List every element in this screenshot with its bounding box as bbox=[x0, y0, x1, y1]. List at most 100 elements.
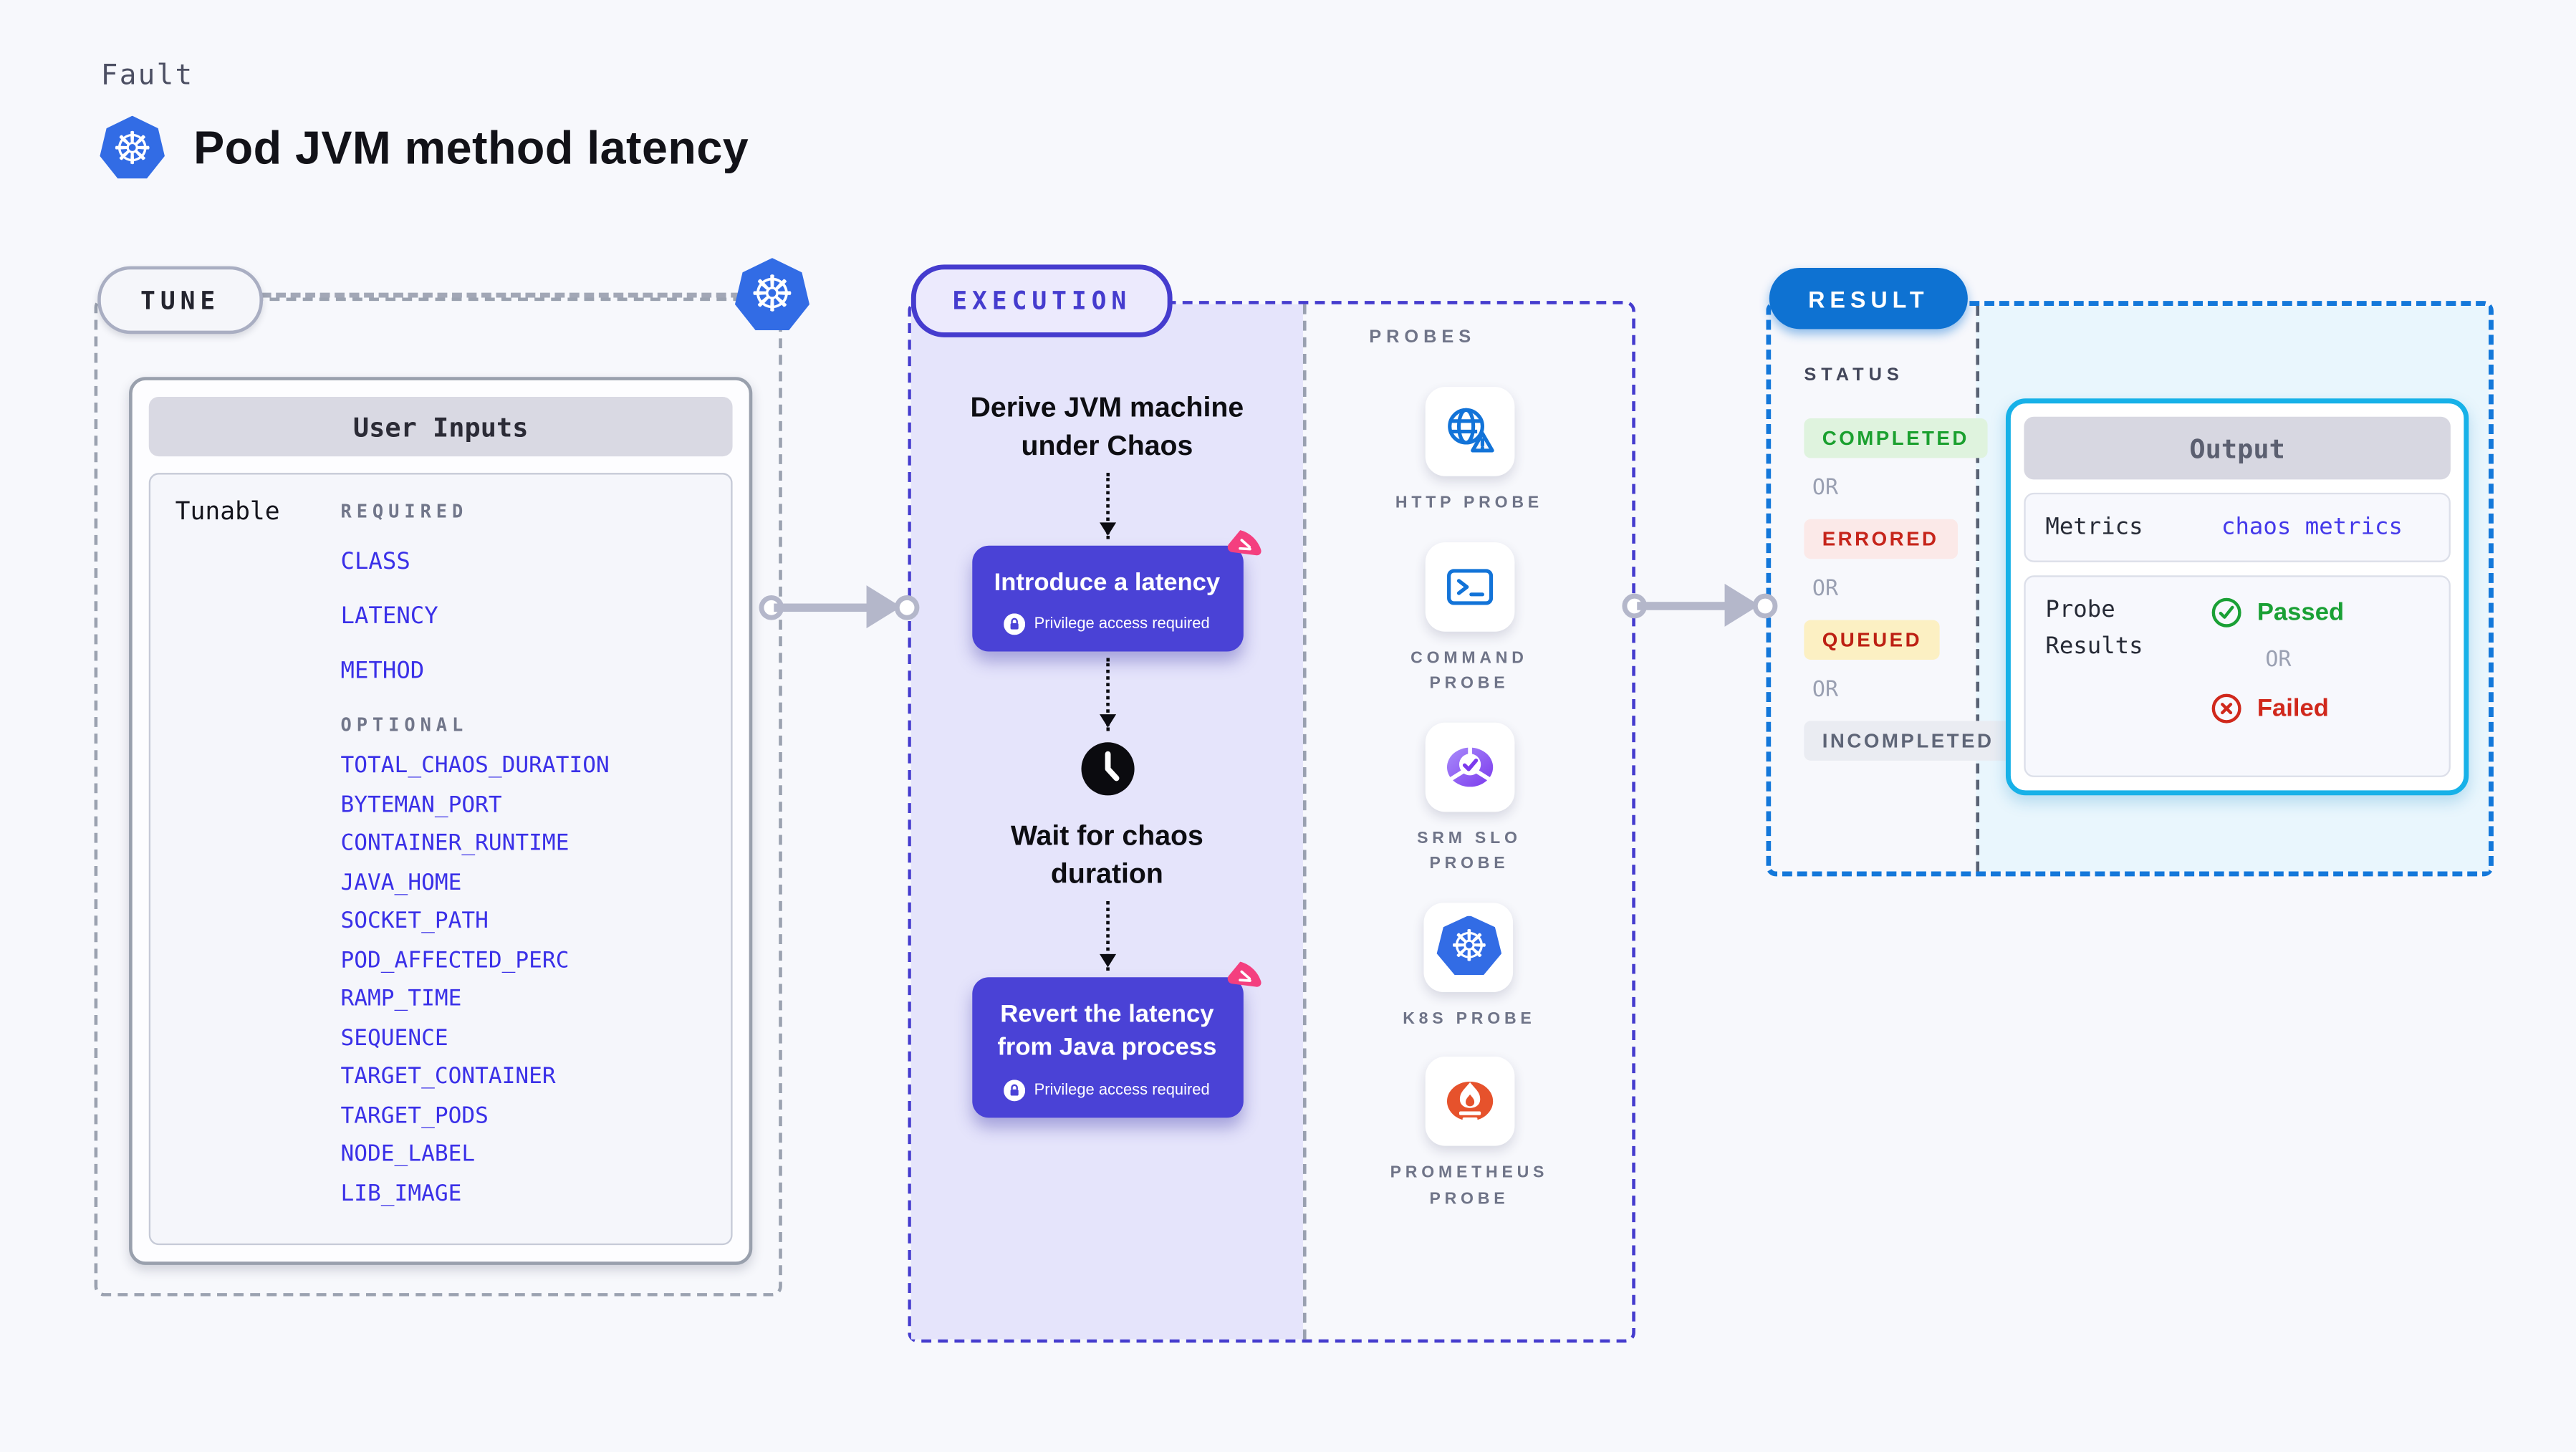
user-inputs-body: Tunable REQUIRED CLASS LATENCY METHOD OP… bbox=[148, 473, 733, 1246]
command-probe-icon bbox=[1424, 541, 1514, 631]
failed-line: Failed bbox=[2211, 693, 2329, 724]
revert-latency-node: Revert the latency from Java process Pri… bbox=[971, 961, 1261, 1117]
x-circle-icon bbox=[2211, 693, 2241, 723]
status-badge: QUEUED bbox=[1804, 620, 1941, 660]
probe-item: COMMAND PROBE bbox=[1387, 541, 1552, 697]
parameter-item: SOCKET_PATH bbox=[340, 908, 489, 935]
introduce-latency-node: Introduce a latency Privilege access req… bbox=[971, 529, 1261, 652]
parameter-item: METHOD bbox=[340, 658, 425, 685]
clock-icon bbox=[1079, 741, 1135, 805]
status-divider bbox=[1976, 306, 1980, 872]
or-label: OR bbox=[1812, 678, 1839, 703]
output-title: Output bbox=[2024, 416, 2451, 480]
metrics-row: Metrics chaos metrics bbox=[2024, 492, 2451, 562]
chaos-icon bbox=[1226, 529, 1261, 555]
parameter-item: RAMP_TIME bbox=[340, 985, 462, 1012]
status-badge: ERRORED bbox=[1804, 519, 1957, 559]
execution-flow-panel: Derive JVM machine under Chaos Introduce… bbox=[910, 304, 1303, 1340]
status-label: STATUS bbox=[1804, 365, 1904, 385]
probe-item: ☸ K8S PROBE bbox=[1403, 902, 1535, 1032]
lock-icon bbox=[1004, 1079, 1027, 1101]
probes-panel: PROBES HTTP PROBE bbox=[1307, 304, 1633, 1340]
prometheus-probe-icon bbox=[1424, 1057, 1514, 1146]
check-circle-icon bbox=[2211, 597, 2241, 628]
http-probe-icon bbox=[1424, 387, 1514, 476]
optional-label: OPTIONAL bbox=[340, 714, 468, 736]
or-label: OR bbox=[1812, 476, 1839, 501]
required-label: REQUIRED bbox=[340, 501, 468, 523]
kubernetes-icon: ☸ bbox=[100, 115, 165, 179]
parameter-item: TOTAL_CHAOS_DURATION bbox=[340, 752, 610, 779]
metrics-value: chaos metrics bbox=[2221, 514, 2403, 541]
output-card: Output Metrics chaos metrics Probe Resul… bbox=[2005, 398, 2469, 796]
parameter-item: BYTEMAN_PORT bbox=[340, 791, 502, 818]
execution-to-result-arrow bbox=[1622, 580, 1778, 630]
step-derive-jvm: Derive JVM machine under Chaos bbox=[970, 392, 1244, 461]
lock-icon bbox=[1004, 613, 1027, 635]
status-column: STATUS COMPLETED OR ERRORED OR QUEUED OR… bbox=[1804, 365, 2012, 761]
node-title: Revert the latency from Java process bbox=[997, 1000, 1217, 1062]
or-label: OR bbox=[2265, 648, 2292, 673]
execution-section: Derive JVM machine under Chaos Introduce… bbox=[908, 301, 1635, 1343]
page-header: ☸ Pod JVM method latency bbox=[99, 115, 749, 182]
status-badge: INCOMPLETED bbox=[1804, 721, 2012, 761]
parameter-item: LATENCY bbox=[340, 603, 438, 630]
passed-line: Passed bbox=[2211, 597, 2344, 628]
parameter-item: NODE_LABEL bbox=[340, 1140, 476, 1168]
parameter-item: CLASS bbox=[340, 549, 410, 576]
tunable-label: Tunable bbox=[175, 496, 280, 527]
parameter-item: TARGET_PODS bbox=[340, 1102, 489, 1129]
failed-label: Failed bbox=[2257, 694, 2329, 723]
execution-pill: EXECUTION bbox=[910, 264, 1173, 337]
privilege-badge: Privilege access required bbox=[988, 613, 1226, 635]
parameter-item: TARGET_CONTAINER bbox=[340, 1063, 556, 1090]
or-label: OR bbox=[1812, 577, 1839, 602]
user-inputs-card: User Inputs Tunable REQUIRED CLASS LATEN… bbox=[129, 377, 753, 1265]
privilege-badge-label: Privilege access required bbox=[1034, 615, 1210, 634]
tune-to-execution-arrow bbox=[759, 582, 920, 632]
arrow-line bbox=[1637, 602, 1739, 610]
metrics-label: Metrics bbox=[2045, 514, 2143, 541]
kubernetes-icon: ☸ bbox=[734, 258, 810, 330]
user-inputs-title: User Inputs bbox=[148, 396, 733, 457]
probe-label: COMMAND PROBE bbox=[1410, 649, 1528, 693]
privilege-badge-label: Privilege access required bbox=[1034, 1080, 1210, 1099]
srm-slo-probe-icon bbox=[1424, 721, 1514, 812]
parameter-item: POD_AFFECTED_PERC bbox=[340, 946, 569, 973]
down-arrow-icon bbox=[1098, 472, 1115, 539]
probe-item: PROMETHEUS PROBE bbox=[1387, 1057, 1552, 1212]
probes-divider bbox=[1302, 304, 1307, 1340]
probe-item: SRM SLO PROBE bbox=[1387, 721, 1552, 878]
connector-dot bbox=[1752, 593, 1778, 619]
connector-dot bbox=[894, 595, 920, 620]
arrow-line bbox=[774, 603, 880, 612]
probe-item: HTTP PROBE bbox=[1395, 387, 1543, 516]
chaos-icon bbox=[1226, 961, 1261, 987]
privilege-badge: Privilege access required bbox=[988, 1079, 1226, 1101]
tune-section bbox=[94, 297, 782, 1297]
result-pill: RESULT bbox=[1769, 267, 1968, 330]
probe-label: PROMETHEUS PROBE bbox=[1390, 1164, 1549, 1208]
probe-label: SRM SLO PROBE bbox=[1417, 829, 1522, 873]
status-badge: COMPLETED bbox=[1804, 418, 1988, 458]
k8s-probe-icon: ☸ bbox=[1424, 902, 1514, 991]
parameter-list: REQUIRED CLASS LATENCY METHOD OPTIONAL T… bbox=[341, 496, 715, 1221]
probe-results-label: Probe Results bbox=[2045, 597, 2143, 660]
passed-label: Passed bbox=[2257, 598, 2345, 627]
tune-pill: TUNE bbox=[97, 266, 264, 335]
page-title: Pod JVM method latency bbox=[193, 122, 749, 174]
parameter-item: LIB_IMAGE bbox=[340, 1179, 462, 1206]
probe-results-row: Probe Results Passed OR bbox=[2024, 575, 2451, 777]
probes-label: PROBES bbox=[1369, 327, 1476, 347]
down-arrow-icon bbox=[1098, 901, 1115, 971]
result-section: STATUS COMPLETED OR ERRORED OR QUEUED OR… bbox=[1766, 301, 2494, 877]
node-title: Introduce a latency bbox=[994, 568, 1221, 597]
fault-kicker: Fault bbox=[100, 59, 194, 93]
tune-connector-line bbox=[261, 292, 741, 298]
parameter-item: CONTAINER_RUNTIME bbox=[340, 830, 569, 857]
probe-label: HTTP PROBE bbox=[1395, 494, 1543, 513]
down-arrow-icon bbox=[1098, 658, 1115, 731]
probe-results-values: Passed OR Failed bbox=[2211, 597, 2344, 724]
parameter-item: SEQUENCE bbox=[340, 1024, 448, 1051]
